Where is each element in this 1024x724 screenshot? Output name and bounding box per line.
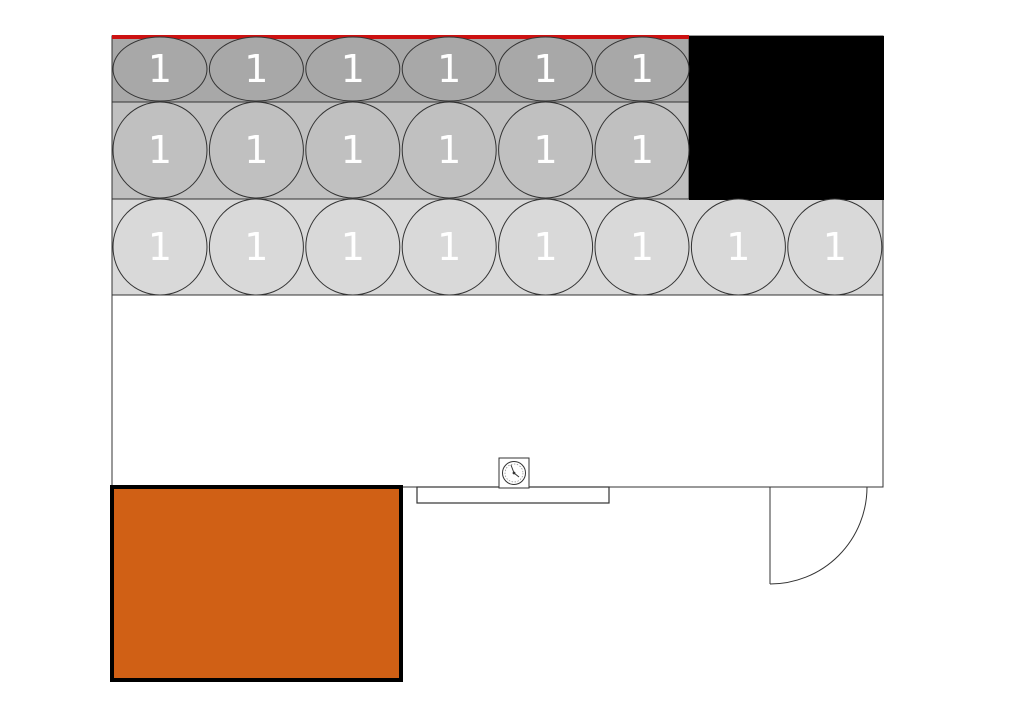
middle-row-cell: 1: [112, 101, 208, 199]
top-row-circle: [208, 36, 304, 102]
top-row-cell: 1: [305, 36, 401, 102]
middle-row-circle: [401, 101, 497, 199]
bottom-row-cells: 1 1 1 1 1 1 1 1: [112, 198, 883, 296]
bottom-row-circle: [401, 198, 497, 296]
bottom-row-cell-label: 1: [244, 225, 268, 269]
middle-row-cell: 1: [498, 101, 594, 199]
top-row-circle: [305, 36, 401, 102]
middle-row-cell: 1: [594, 101, 690, 199]
bottom-row-cell-label: 1: [630, 225, 654, 269]
middle-row-cell-label: 1: [630, 128, 654, 172]
middle-row-cell: 1: [208, 101, 304, 199]
bottom-row-cell: 1: [305, 198, 401, 296]
top-row-cell: 1: [594, 36, 690, 102]
top-row-circle: [112, 36, 208, 102]
middle-row-circle: [498, 101, 594, 199]
black-block: [689, 36, 884, 200]
top-row-circle: [594, 36, 690, 102]
middle-row-cell-label: 1: [437, 128, 461, 172]
bottom-row-circle: [112, 198, 208, 296]
top-row-cell: 1: [401, 36, 497, 102]
bottom-row-cell: 1: [594, 198, 690, 296]
middle-row-cell: 1: [305, 101, 401, 199]
bottom-row-circle: [208, 198, 304, 296]
top-row-cell-label: 1: [244, 47, 268, 91]
gauge-icon: [498, 457, 530, 489]
bottom-row-cell-label: 1: [341, 225, 365, 269]
door-swing-icon: [769, 486, 868, 585]
bottom-row-cell-label: 1: [726, 225, 750, 269]
middle-row-circle: [594, 101, 690, 199]
top-row-circle: [401, 36, 497, 102]
bottom-row-cell: 1: [401, 198, 497, 296]
orange-block: [110, 485, 403, 682]
bottom-row-cell-label: 1: [534, 225, 558, 269]
middle-row-cells: 1 1 1 1 1 1: [112, 101, 690, 199]
bottom-row-cell-label: 1: [148, 225, 172, 269]
middle-row-cell-label: 1: [341, 128, 365, 172]
bottom-row-cell: 1: [498, 198, 594, 296]
middle-row-circle: [112, 101, 208, 199]
top-row-cell-label: 1: [437, 47, 461, 91]
top-row-cell: 1: [208, 36, 304, 102]
bottom-row-circle: [498, 198, 594, 296]
bottom-row-cell: 1: [787, 198, 883, 296]
bottom-row-circle: [305, 198, 401, 296]
top-row-circle: [498, 36, 594, 102]
bottom-row-cell-label: 1: [437, 225, 461, 269]
top-row-cell-label: 1: [630, 47, 654, 91]
top-row-cell-label: 1: [341, 47, 365, 91]
bottom-row-cell-label: 1: [823, 225, 847, 269]
bottom-row-circle: [594, 198, 690, 296]
middle-row-cell: 1: [401, 101, 497, 199]
middle-row-circle: [208, 101, 304, 199]
middle-row-circle: [305, 101, 401, 199]
middle-row-cell-label: 1: [148, 128, 172, 172]
top-row-cell: 1: [112, 36, 208, 102]
middle-row-cell-label: 1: [244, 128, 268, 172]
bottom-row-cell: 1: [112, 198, 208, 296]
top-row-cell: 1: [498, 36, 594, 102]
bottom-row-cell: 1: [690, 198, 786, 296]
bottom-row-circle: [787, 198, 883, 296]
bottom-row-circle: [690, 198, 786, 296]
top-row-cells: 1 1 1 1 1 1: [112, 36, 690, 102]
counter-shelf: [416, 486, 610, 504]
middle-row-cell-label: 1: [534, 128, 558, 172]
top-row-cell-label: 1: [148, 47, 172, 91]
bottom-row-cell: 1: [208, 198, 304, 296]
top-row-cell-label: 1: [534, 47, 558, 91]
